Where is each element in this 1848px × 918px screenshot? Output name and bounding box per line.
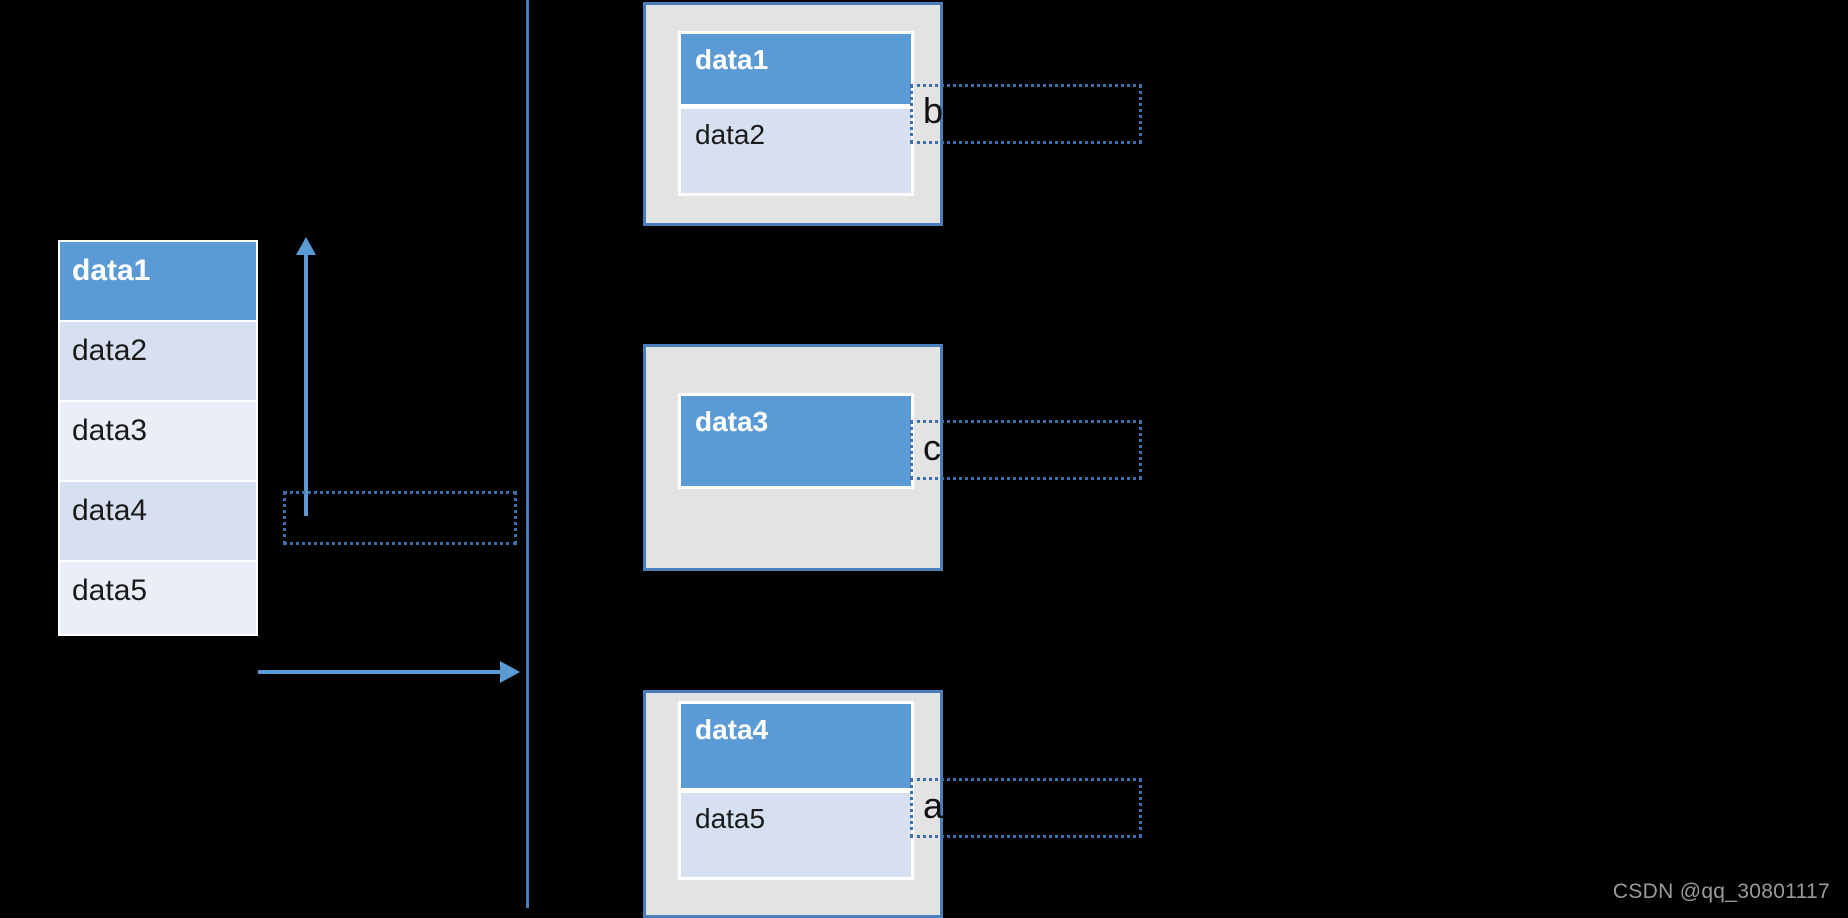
group-top-cell-data2: data2 (678, 106, 914, 196)
group-panel-middle: data3 (643, 344, 943, 571)
source-row-data5: data5 (60, 562, 256, 634)
annotation-label-middle: c (923, 427, 941, 468)
source-table: data1 data2 data3 data4 data5 (58, 240, 258, 636)
group-panel-bottom: data4 data5 (643, 690, 943, 918)
group-panel-top: data1 data2 (643, 2, 943, 226)
vertical-divider (526, 0, 529, 908)
source-row-data3: data3 (60, 402, 256, 480)
arrow-up-icon (296, 237, 316, 255)
annotation-box-bottom (910, 778, 1142, 838)
arrow-right-shaft (258, 670, 506, 674)
group-top-cell-data1: data1 (678, 31, 914, 107)
watermark: CSDN @qq_30801117 (1612, 880, 1830, 903)
group-bottom-cell-data4: data4 (678, 701, 914, 791)
arrow-right-icon (500, 661, 520, 683)
source-row-data2: data2 (60, 322, 256, 400)
annotation-box-left (283, 491, 517, 545)
group-bottom-cell-data5: data5 (678, 790, 914, 880)
annotation-label-top: b (923, 90, 944, 131)
annotation-box-middle (910, 420, 1142, 480)
annotation-box-top (910, 84, 1142, 144)
source-row-data1: data1 (60, 242, 256, 320)
source-row-data4: data4 (60, 482, 256, 560)
group-middle-cell-data3: data3 (678, 393, 914, 489)
annotation-label-bottom: a (923, 785, 944, 826)
arrow-up-shaft (304, 252, 308, 516)
